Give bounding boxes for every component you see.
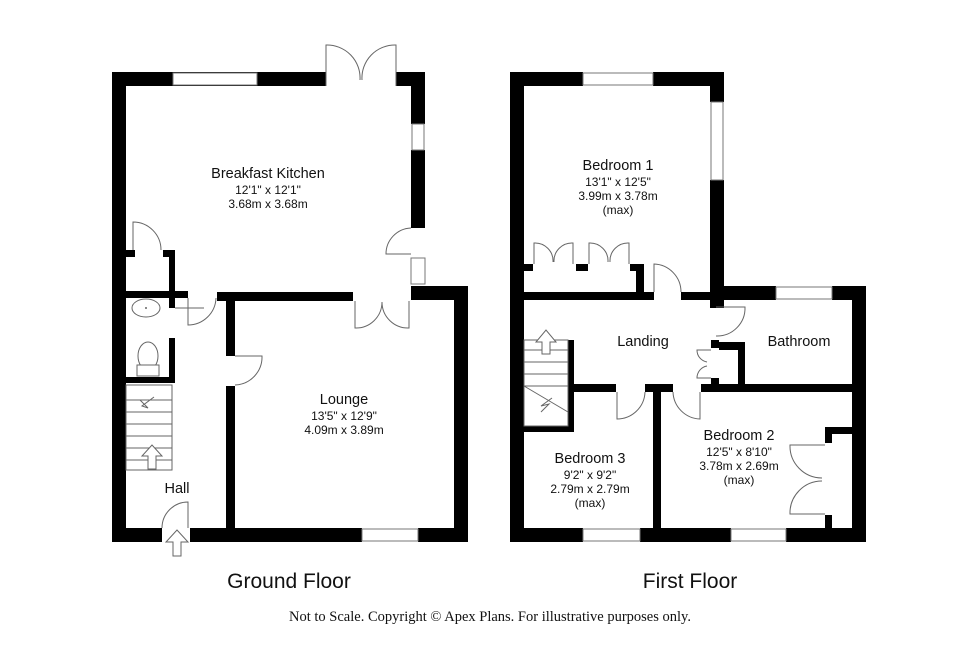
ground-floor-walls (112, 72, 468, 542)
toilet-icon (136, 341, 160, 377)
door-swing-icon (161, 501, 189, 529)
first-floor-doors (533, 242, 825, 515)
door-swing-icon (715, 306, 746, 337)
door-swing-icon (175, 297, 217, 326)
window-icon (775, 286, 833, 300)
room-dimensions-imperial: 9'2" x 9'2" (563, 468, 617, 482)
room-dimensions-note: (max) (574, 496, 606, 510)
room-dimensions-metric: 3.99m x 3.78m (578, 189, 658, 203)
window-icon (582, 528, 641, 542)
floor-title-ground: Ground Floor (227, 570, 351, 593)
room-dimensions-imperial: 13'5" x 12'9" (311, 409, 377, 423)
door-swing-icon (385, 227, 412, 255)
door-swing-icon (789, 444, 825, 515)
window-icon (710, 101, 724, 181)
entrance-arrow-icon (164, 529, 190, 557)
room-name: Bathroom (767, 334, 831, 350)
room-dimensions-metric: 3.78m x 2.69m (699, 459, 779, 473)
door-swing-icon (653, 263, 682, 293)
door-swing-icon (588, 242, 630, 264)
room-dimensions-imperial: 12'1" x 12'1" (235, 183, 301, 197)
room-dimensions-note: (max) (602, 203, 634, 217)
window-icon (730, 528, 787, 542)
window-icon (582, 72, 654, 86)
room-label-breakfast-kitchen: Breakfast Kitchen 12'1" x 12'1" 3.68m x … (211, 166, 325, 211)
room-label-bedroom-2: Bedroom 2 12'5" x 8'10" 3.78m x 2.69m (m… (699, 428, 778, 487)
first-floor-walls (510, 72, 866, 542)
room-dimensions-metric: 3.68m x 3.68m (228, 197, 308, 211)
room-dimensions-imperial: 12'5" x 8'10" (706, 445, 772, 459)
ground-floor-fixtures (125, 298, 190, 557)
door-swing-icon (325, 44, 397, 86)
room-label-bedroom-3: Bedroom 3 9'2" x 9'2" 2.79m x 2.79m (max… (550, 451, 629, 510)
room-name: Hall (164, 481, 190, 497)
room-dimensions-metric: 2.79m x 2.79m (550, 482, 630, 496)
door-swing-icon (616, 391, 646, 420)
room-name: Bedroom 3 (554, 451, 626, 467)
room-name: Lounge (319, 392, 369, 408)
room-name: Landing (617, 334, 669, 350)
floor-title-first: First Floor (642, 570, 738, 593)
room-label-landing: Landing (617, 334, 669, 351)
stairs-up-arrow-icon (140, 444, 164, 470)
room-dimensions-note: (max) (723, 473, 755, 487)
window-icon (411, 123, 425, 151)
door-swing-icon (132, 221, 162, 251)
first-floor-fixtures (523, 329, 569, 427)
door-swing-icon (533, 242, 574, 264)
window-icon (361, 528, 419, 542)
door-swing-icon (234, 355, 263, 386)
room-label-bedroom-1: Bedroom 1 13'1" x 12'5" 3.99m x 3.78m (m… (578, 158, 657, 217)
door-swing-icon (696, 349, 711, 379)
room-dimensions-imperial: 13'1" x 12'5" (585, 175, 651, 189)
copyright-footer: Not to Scale. Copyright © Apex Plans. Fo… (289, 609, 691, 625)
stairs-up-arrow-icon (534, 329, 558, 355)
door-swing-icon (354, 301, 410, 329)
ground-floor-doors (132, 44, 412, 529)
window-icon (172, 72, 258, 86)
first-floor-windows (582, 72, 833, 542)
window-icon (410, 257, 426, 285)
room-label-lounge: Lounge 13'5" x 12'9" 4.09m x 3.89m (304, 392, 383, 437)
room-name: Bedroom 1 (582, 158, 654, 174)
ground-floor-windows (172, 72, 426, 542)
room-name: Breakfast Kitchen (211, 166, 325, 182)
room-label-bathroom: Bathroom (768, 334, 831, 351)
room-label-hall: Hall (165, 481, 190, 498)
room-dimensions-metric: 4.09m x 3.89m (304, 423, 384, 437)
room-name: Bedroom 2 (703, 428, 775, 444)
door-swing-icon (672, 391, 701, 420)
